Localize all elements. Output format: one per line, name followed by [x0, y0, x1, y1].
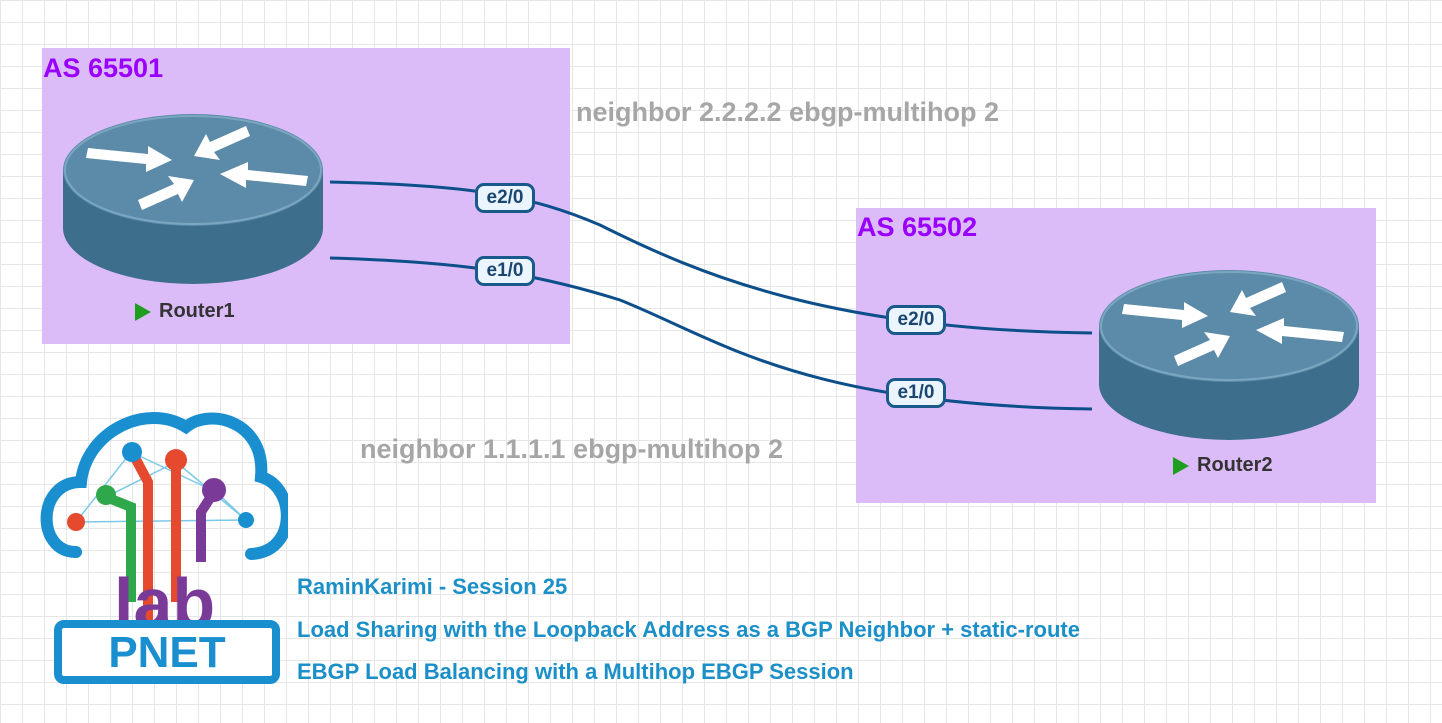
as-label-65502: AS 65502 — [857, 212, 978, 242]
svg-text:PNET: PNET — [108, 628, 225, 677]
router1-label[interactable]: Router1 — [135, 300, 235, 323]
link-e1-0 — [329, 256, 1093, 411]
pnetlab-logo: lab PNET — [36, 402, 293, 693]
router-icon — [1099, 270, 1359, 440]
router2-name: Router2 — [1197, 454, 1273, 476]
caption-load-sharing: Load Sharing with the Loopback Address a… — [297, 617, 1080, 642]
iface-r1-e2-0[interactable]: e2/0 — [475, 183, 535, 213]
neighbor-note-r2: neighbor 1.1.1.1 ebgp-multihop 2 — [360, 434, 784, 464]
router-icon — [63, 114, 323, 284]
link-e2-0 — [329, 180, 1093, 335]
router1-node[interactable] — [60, 112, 326, 293]
neighbor-note-r1: neighbor 2.2.2.2 ebgp-multihop 2 — [576, 97, 1000, 127]
router1-name: Router1 — [159, 300, 235, 322]
iface-r2-e2-0[interactable]: e2/0 — [886, 305, 946, 335]
pnetlab-logo-graphic: lab PNET — [40, 412, 293, 684]
caption-session: RaminKarimi - Session 25 — [297, 574, 568, 599]
router2-label[interactable]: Router2 — [1173, 454, 1273, 477]
play-icon — [135, 302, 151, 321]
iface-r1-e1-0[interactable]: e1/0 — [475, 256, 535, 286]
iface-r2-e1-0[interactable]: e1/0 — [886, 378, 946, 408]
as-label-65501: AS 65501 — [43, 53, 164, 83]
caption-load-balancing: EBGP Load Balancing with a Multihop EBGP… — [297, 659, 854, 684]
play-icon — [1173, 456, 1189, 475]
router2-node[interactable] — [1096, 268, 1362, 449]
